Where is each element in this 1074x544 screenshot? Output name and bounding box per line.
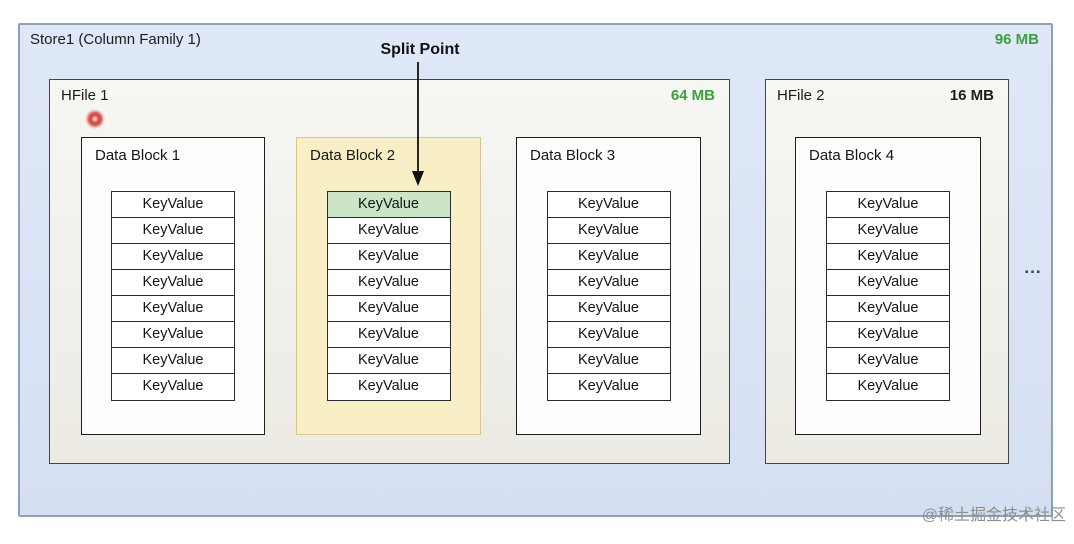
keyvalue-row: KeyValue bbox=[326, 295, 451, 323]
data-block-1: Data Block 1 KeyValue KeyValue KeyValue … bbox=[81, 137, 265, 435]
keyvalue-row: KeyValue bbox=[111, 191, 235, 219]
hfile-2-title: HFile 2 bbox=[777, 87, 825, 104]
keyvalue-row: KeyValue bbox=[326, 347, 451, 375]
keyvalue-row: KeyValue bbox=[546, 321, 671, 349]
split-point-arrow-icon bbox=[412, 62, 424, 186]
keyvalue-row: KeyValue bbox=[111, 321, 235, 349]
keyvalue-table: KeyValue KeyValue KeyValue KeyValue KeyV… bbox=[111, 191, 235, 401]
keyvalue-row: KeyValue bbox=[826, 321, 950, 349]
hfile-2-size-badge: 16 MB bbox=[949, 87, 994, 104]
data-block-3: Data Block 3 KeyValue KeyValue KeyValue … bbox=[516, 137, 701, 435]
more-hfiles-ellipsis: ... bbox=[1024, 258, 1042, 277]
keyvalue-row: KeyValue bbox=[111, 243, 235, 271]
hfile-1-title: HFile 1 bbox=[61, 87, 109, 104]
keyvalue-row: KeyValue bbox=[111, 269, 235, 297]
keyvalue-row: KeyValue bbox=[826, 217, 950, 245]
keyvalue-row: KeyValue bbox=[326, 217, 451, 245]
keyvalue-row: KeyValue bbox=[546, 243, 671, 271]
keyvalue-row: KeyValue bbox=[826, 243, 950, 271]
keyvalue-table: KeyValue KeyValue KeyValue KeyValue KeyV… bbox=[826, 191, 950, 401]
keyvalue-row: KeyValue bbox=[111, 295, 235, 323]
keyvalue-row: KeyValue bbox=[826, 347, 950, 375]
keyvalue-row: KeyValue bbox=[826, 295, 950, 323]
keyvalue-row: KeyValue bbox=[546, 347, 671, 375]
keyvalue-row: KeyValue bbox=[111, 373, 235, 401]
store-container: Store1 (Column Family 1) 96 MB HFile 1 6… bbox=[18, 23, 1053, 517]
keyvalue-row: KeyValue bbox=[326, 321, 451, 349]
watermark-text: @稀土掘金技术社区 bbox=[921, 507, 1066, 524]
data-block-4: Data Block 4 KeyValue KeyValue KeyValue … bbox=[795, 137, 981, 435]
keyvalue-row: KeyValue bbox=[546, 373, 671, 401]
keyvalue-row: KeyValue bbox=[326, 243, 451, 271]
data-block-2-title: Data Block 2 bbox=[310, 147, 396, 164]
data-block-4-title: Data Block 4 bbox=[809, 147, 895, 164]
keyvalue-row: KeyValue bbox=[546, 217, 671, 245]
keyvalue-row: KeyValue bbox=[326, 373, 451, 401]
data-block-1-title: Data Block 1 bbox=[95, 147, 181, 164]
keyvalue-row: KeyValue bbox=[826, 191, 950, 219]
keyvalue-row: KeyValue bbox=[546, 269, 671, 297]
hfile-1-container: HFile 1 64 MB Data Block 1 KeyValue KeyV… bbox=[49, 79, 730, 464]
keyvalue-table: KeyValue KeyValue KeyValue KeyValue KeyV… bbox=[326, 191, 451, 401]
keyvalue-table: KeyValue KeyValue KeyValue KeyValue KeyV… bbox=[546, 191, 671, 401]
keyvalue-row: KeyValue bbox=[826, 373, 950, 401]
red-marker-dot-icon bbox=[85, 109, 105, 129]
data-block-2-split-target: Data Block 2 KeyValue KeyValue KeyValue … bbox=[296, 137, 481, 435]
keyvalue-row-split-point: KeyValue bbox=[326, 191, 451, 219]
hfile-2-container: HFile 2 16 MB Data Block 4 KeyValue KeyV… bbox=[765, 79, 1009, 464]
keyvalue-row: KeyValue bbox=[111, 217, 235, 245]
hfile-1-size-badge: 64 MB bbox=[670, 87, 715, 104]
data-block-3-title: Data Block 3 bbox=[530, 147, 616, 164]
keyvalue-row: KeyValue bbox=[326, 269, 451, 297]
keyvalue-row: KeyValue bbox=[546, 191, 671, 219]
keyvalue-row: KeyValue bbox=[826, 269, 950, 297]
keyvalue-row: KeyValue bbox=[546, 295, 671, 323]
store-title: Store1 (Column Family 1) bbox=[30, 31, 201, 48]
split-point-label: Split Point bbox=[380, 41, 460, 58]
store-size-badge: 96 MB bbox=[994, 31, 1039, 48]
keyvalue-row: KeyValue bbox=[111, 347, 235, 375]
